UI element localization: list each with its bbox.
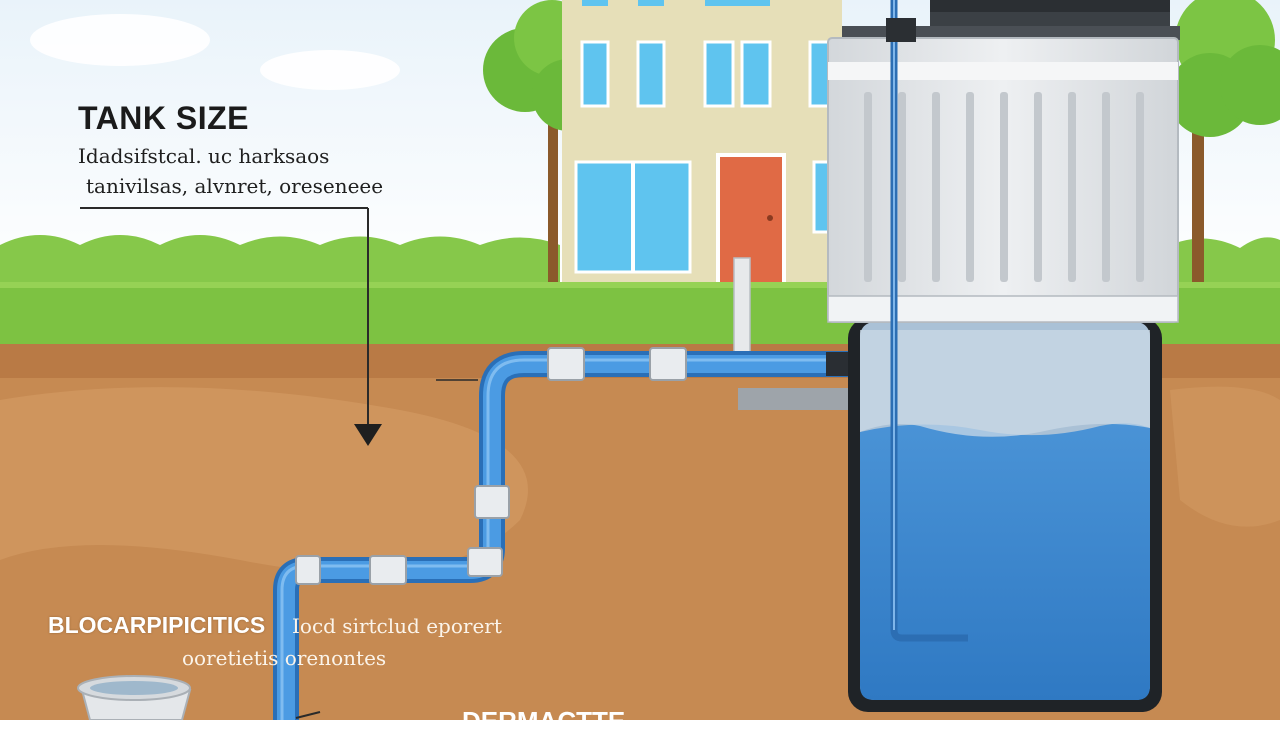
house-window: [703, 40, 735, 108]
house-window: [740, 40, 772, 108]
hedge-right: [1160, 237, 1280, 290]
house-window: [636, 40, 666, 108]
clouds: [30, 14, 400, 90]
tree-right: [1168, 0, 1280, 290]
arrow-down-icon: [354, 424, 382, 446]
collection-bucket: [77, 675, 192, 720]
bottom-cutoff-title: DERMACTTE: [462, 706, 626, 736]
house: [562, 0, 842, 292]
tank-size-title: TANK SIZE: [78, 100, 250, 136]
bottom-section-title: BLOCARPIPICITICS: [48, 612, 266, 638]
tank-water: [860, 423, 1150, 700]
pipe-couplings: [295, 347, 687, 585]
hedge: [0, 235, 560, 290]
tank-size-description-line1: Idadsifstcal. uc harksaos: [78, 144, 330, 168]
bottom-leader: [295, 711, 321, 719]
house-window: [580, 40, 610, 108]
house-door: [716, 153, 786, 292]
soil-shading: [0, 387, 528, 574]
bottom-description-line1: Iocd sirtclud eporert: [292, 614, 502, 638]
water-tank: [826, 0, 1180, 712]
rainwater-tank-diagram: [0, 0, 1280, 720]
tank-size-leader: [80, 207, 369, 428]
bottom-description-line2: ooretietis orenontes: [182, 646, 387, 670]
tank-size-description-line2: tanivilsas, alvnret, oreseneee: [86, 174, 384, 198]
